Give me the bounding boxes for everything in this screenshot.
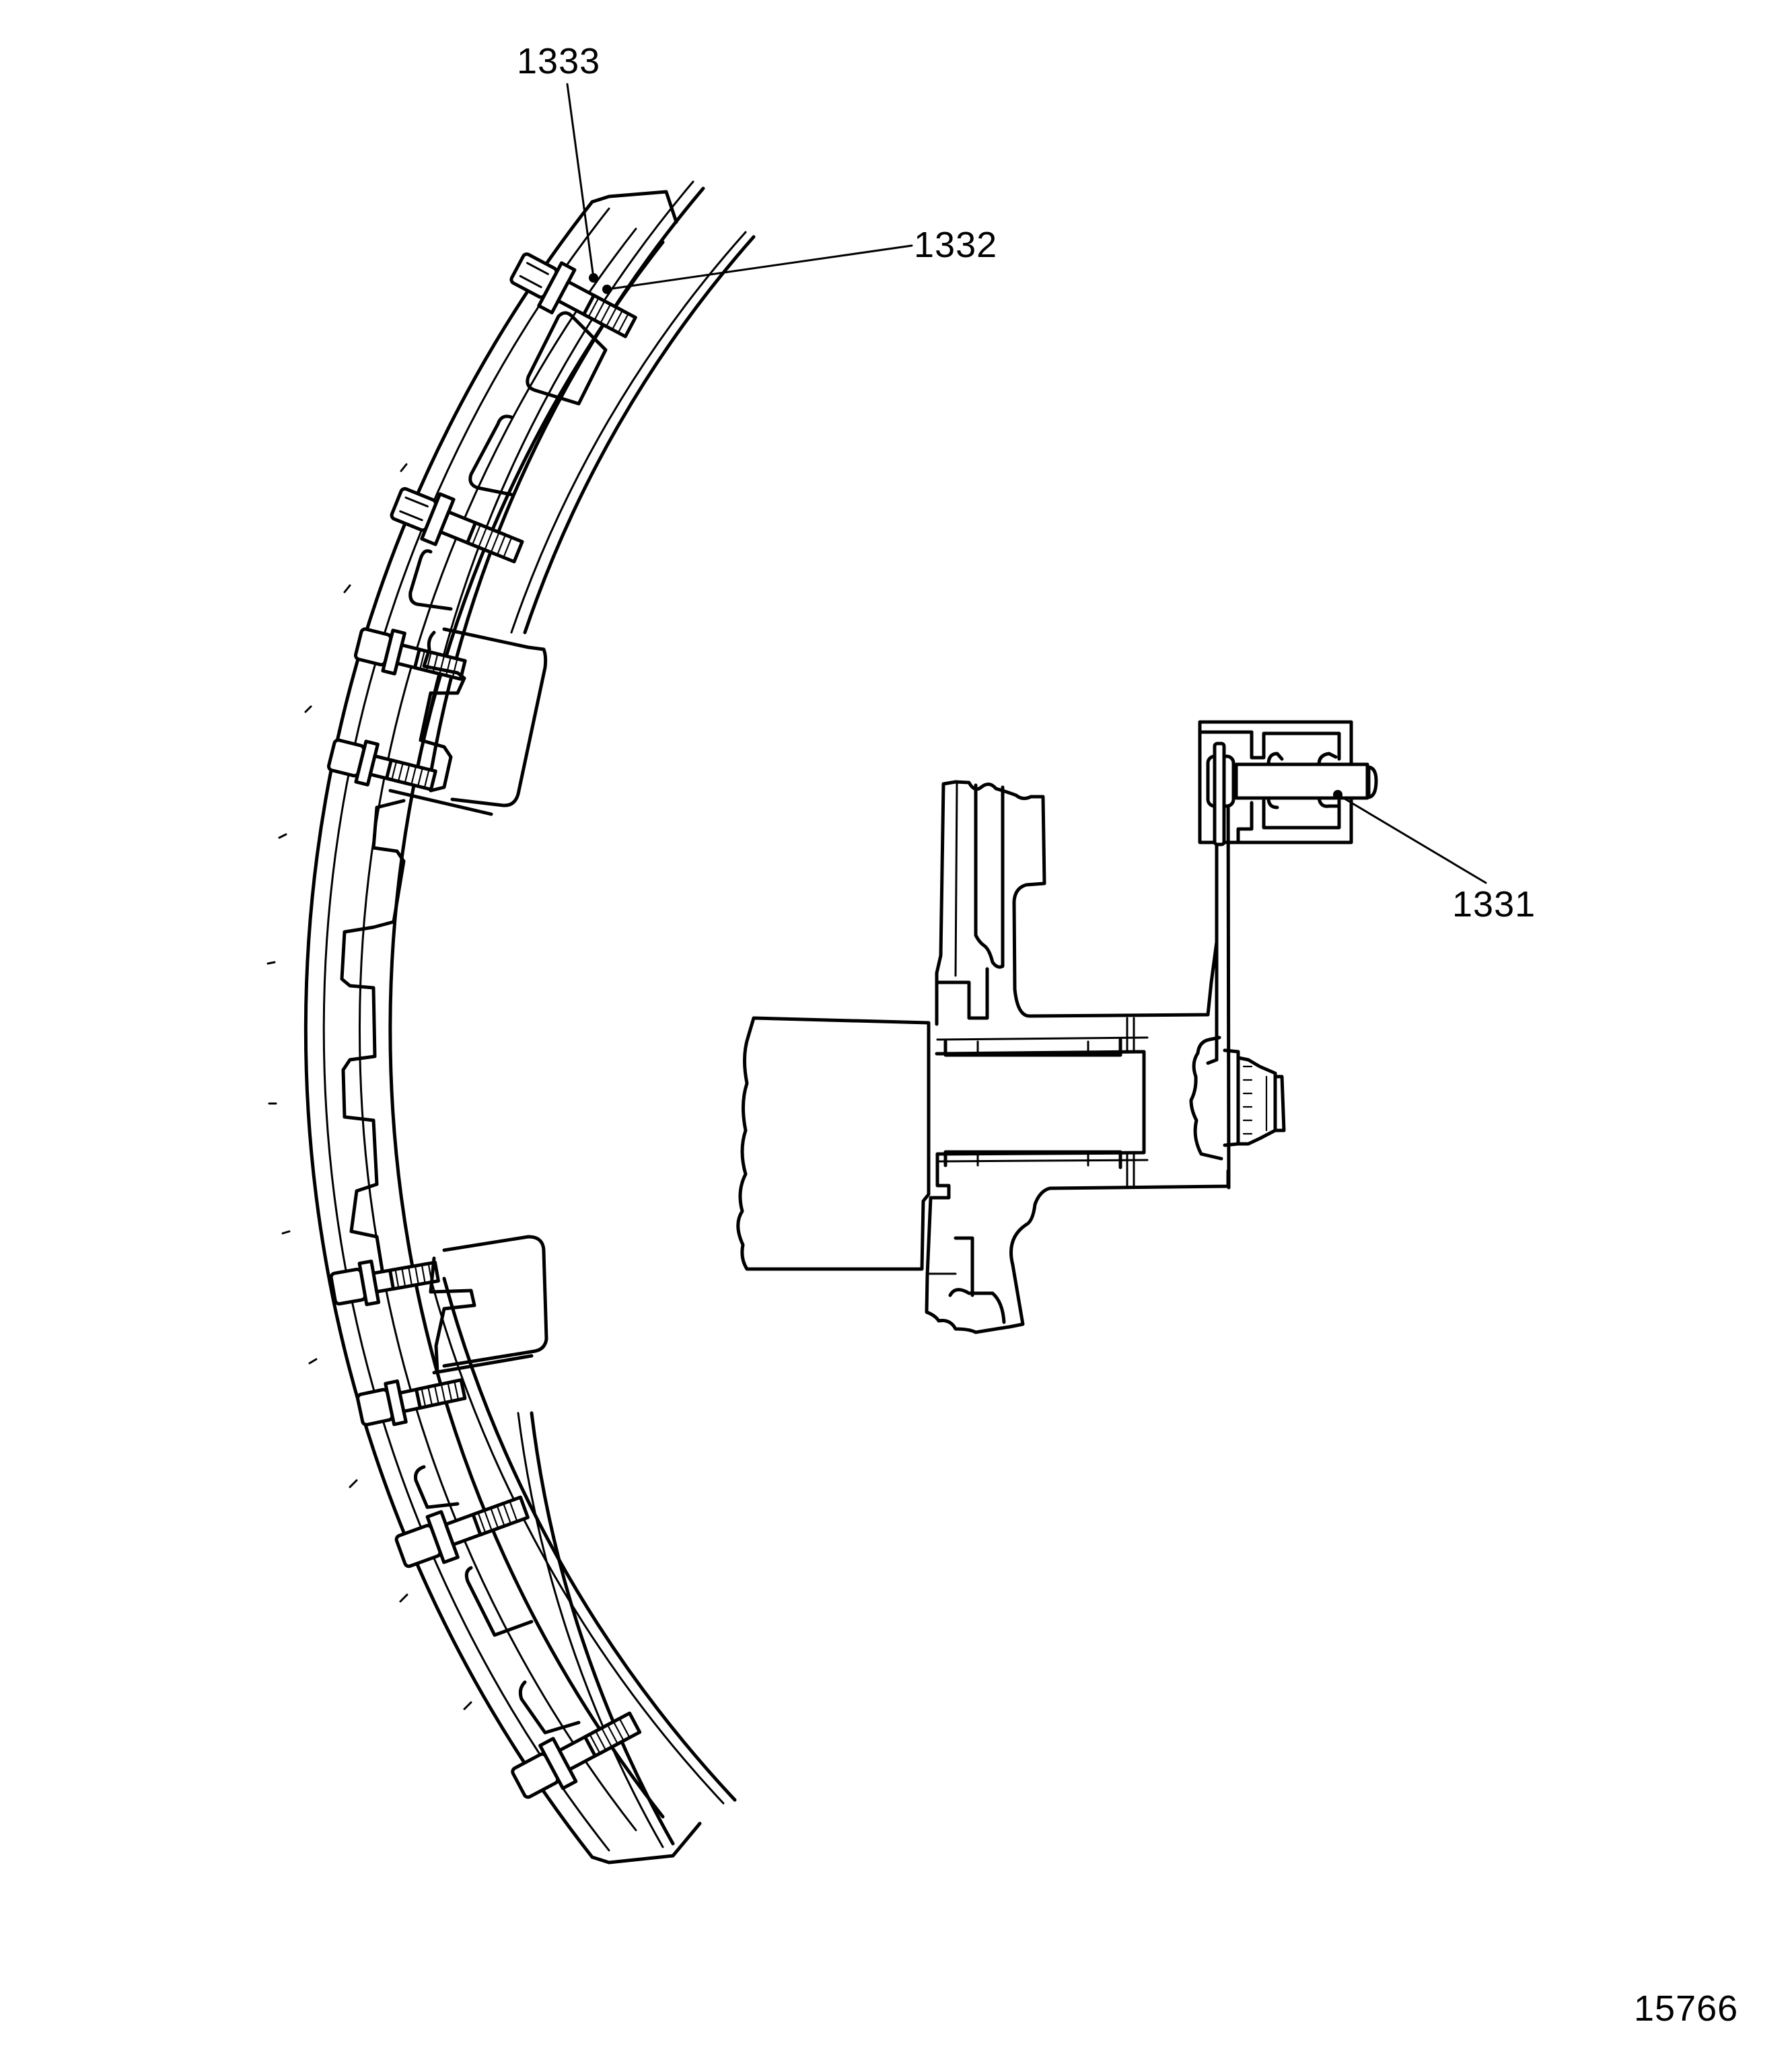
- figure-number: 15766: [1634, 1988, 1739, 2029]
- upper-frame-web: [974, 783, 1005, 969]
- guide-rail-inner-bottom: [517, 1412, 664, 1848]
- bolt-2: [390, 486, 524, 564]
- bolt-5: [329, 1260, 440, 1307]
- bolt-1: [509, 252, 637, 338]
- guide-rail-outer-top-2: [429, 186, 705, 776]
- ring-segment: [266, 180, 756, 1865]
- callout-label-1333: 1333: [517, 41, 601, 81]
- ring-pockets: [408, 311, 608, 1735]
- nut-tip: [1273, 1075, 1286, 1132]
- guide-rail-outer-top: [416, 180, 694, 775]
- bolt-8: [511, 1711, 642, 1799]
- leader-dot-1332: [602, 285, 612, 294]
- guide-rail-inner-top: [510, 231, 747, 634]
- rim-ticks: [266, 463, 472, 1710]
- clamp-block-upper: [388, 627, 548, 816]
- ring-gear-teeth: [340, 799, 406, 1280]
- bolt-4: [326, 738, 437, 791]
- callout-label-1331: 1331: [1452, 884, 1536, 925]
- ring-outer-groove: [322, 207, 610, 1852]
- ring-body-edge: [388, 240, 665, 1819]
- lower-frame-detail: [948, 1236, 1006, 1324]
- guide-rail-inner-top-2: [523, 235, 756, 635]
- clamp-block-lower: [429, 1235, 548, 1375]
- shaft-housing-broken: [736, 1016, 931, 1271]
- upper-frame: [935, 780, 1219, 1026]
- vertical-plate-joint: [1206, 1048, 1219, 1065]
- bracket-plate: [1213, 742, 1226, 846]
- guide-rail-outer-bottom-2: [442, 1276, 737, 1802]
- vertical-plate-right: [1226, 762, 1231, 1190]
- leader-1332: [606, 244, 913, 291]
- shaft-collar-bottom: [943, 1150, 1122, 1169]
- leader-1333: [566, 83, 595, 279]
- bolt-6: [356, 1378, 467, 1426]
- ring-rim-inner: [359, 227, 637, 1832]
- nut-threads: [1242, 1065, 1268, 1135]
- ring-bottom-cap: [590, 1821, 702, 1865]
- shaft-spacers: [976, 1017, 1135, 1187]
- leader-lines: [566, 83, 1487, 884]
- nut-body: [1236, 1056, 1277, 1146]
- nut-housing-broken: [1189, 1036, 1223, 1161]
- shaft-collar-top: [943, 1038, 1122, 1057]
- callout-label-1332: 1332: [914, 225, 998, 265]
- guide-rail-inner-bottom-2: [530, 1411, 675, 1846]
- leader-dot-1331: [1333, 790, 1342, 799]
- nut-washer: [1223, 1048, 1240, 1147]
- ring-outer-edge: [303, 200, 594, 1859]
- bracket-box: [1198, 720, 1378, 846]
- lower-frame: [925, 1152, 1230, 1334]
- leader-dot-1333: [589, 273, 598, 283]
- upper-frame-web-left: [954, 781, 958, 977]
- upper-frame-step: [937, 967, 989, 1020]
- shaft-bore-lines: [936, 1036, 1149, 1163]
- shaft-assembly: [736, 720, 1378, 1334]
- pin-end: [1365, 765, 1378, 799]
- leader-1331: [1336, 793, 1487, 884]
- shaft-body: [935, 1050, 1146, 1156]
- bolt-7: [394, 1495, 530, 1568]
